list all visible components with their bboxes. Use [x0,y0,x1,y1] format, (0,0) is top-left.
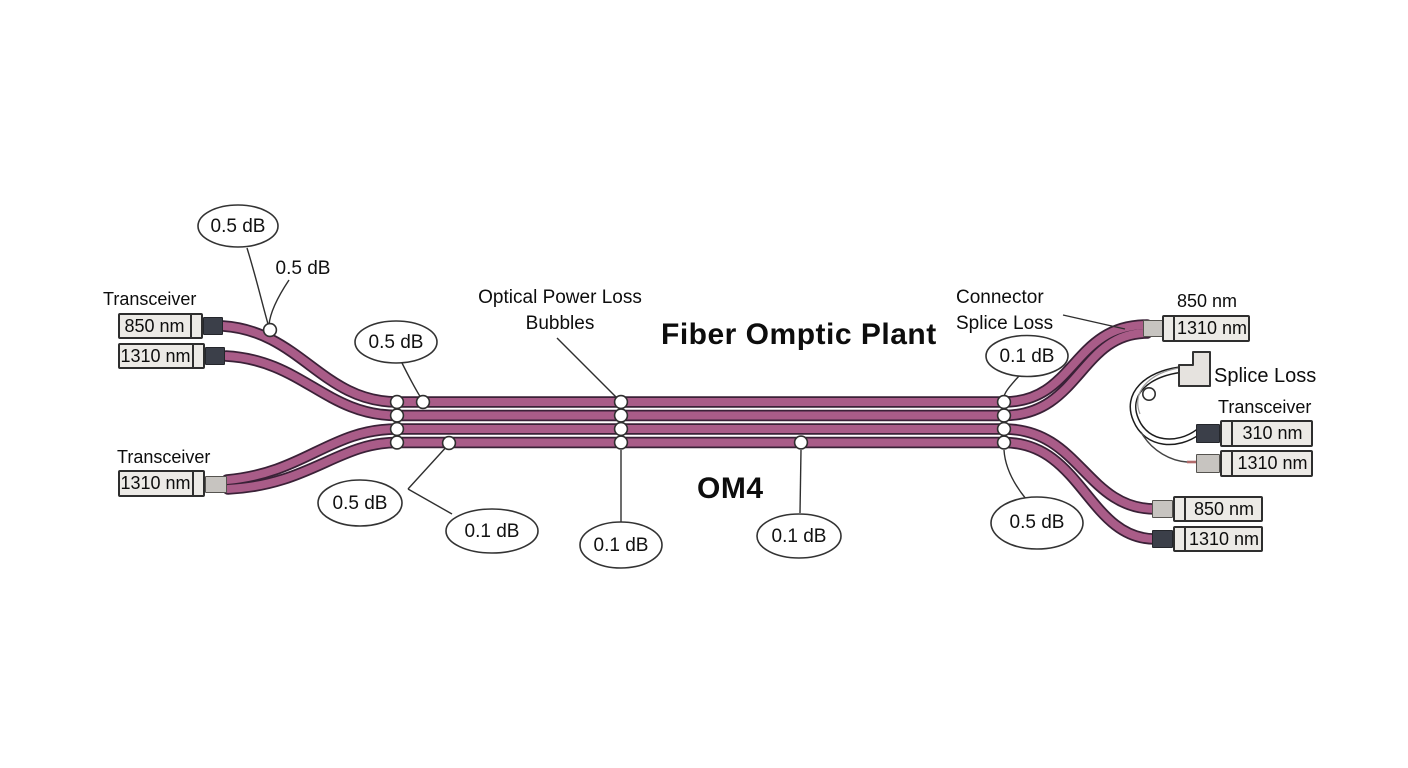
loss-bubble-label: 0.1 dB [593,535,649,556]
leader-bubble-topleft [246,247,269,325]
connector-stub-dark [1196,424,1220,443]
loss-bubble [197,204,279,248]
splice-component [1178,351,1211,387]
leader-bubble-right-lower [1003,449,1027,500]
port-box-310nm: 310 nm [1220,420,1313,447]
box-divider [192,345,194,367]
box-divider [1231,452,1233,475]
port-box-1310nm: 1310 nm [1173,526,1263,552]
connector-stub-light [1196,454,1220,473]
loss-bubble-label: 0.1 dB [999,346,1055,367]
box-divider [190,315,192,337]
loss-bubble [354,320,438,364]
port-label: 1310 nm [1188,528,1260,549]
loss-label-plain: 0.5 dB [275,258,331,279]
connector-stub-light [1143,320,1163,337]
transceiver-left-bottom-label: Transceiver [117,447,211,467]
port-label: 1310 nm [1176,318,1248,338]
diagram-title: Fiber Omptic Plant [661,318,937,351]
port-box-1310nm: 1310 nm [1162,315,1250,342]
connector-stub-light [1152,500,1173,518]
splice-loop-cable [1129,365,1202,464]
loss-bubble-label: 0.1 dB [464,521,520,542]
box-divider [1184,498,1186,520]
box-divider [1173,317,1175,340]
connector-stub-dark [203,317,223,335]
transceiver-left-top-label: Transceiver [103,289,197,309]
bubbles-caption-line2: Bubbles [525,313,595,334]
wavelength-label-850nm: 850 nm [1177,291,1238,311]
loss-bubble [445,508,539,554]
leader-text-topleft [268,279,290,326]
transceiver-right-mid-label: Transceiver [1218,397,1312,417]
port-label: 1310 nm [120,473,191,493]
port-box-850nm: 850 nm [118,313,203,339]
loss-bubble [985,334,1069,378]
connector-splice-caption: Connector Splice Loss [956,285,1053,337]
leader-bubble-left-lower2 [407,488,453,515]
port-label: 850 nm [124,315,185,336]
port-box-850nm: 850 nm [1173,496,1263,522]
leader-lines [246,247,1126,522]
connector-caption-line2: Splice Loss [956,313,1054,334]
loss-bubble-label: 0.5 dB [210,216,266,237]
port-box-1310nm: 1310 nm [118,343,205,369]
loss-bubble [579,521,663,569]
splice-loss-label: Splice Loss [1214,365,1317,387]
loss-bubble-ellipses [197,204,1084,569]
connector-stub-light [205,476,227,493]
connector-stub-dark [1152,530,1173,548]
port-label: 1310 nm [1237,453,1308,473]
port-label: 850 nm [1193,498,1255,519]
port-box-1310nm: 1310 nm [118,470,205,497]
box-divider [1231,422,1233,445]
connector-stub-dark [205,347,225,365]
leader-caption-connector [1062,314,1126,330]
port-label: 310 nm [1242,423,1303,443]
loss-bubble [317,479,403,527]
port-label: 1310 nm [120,345,191,366]
loss-point-dots [262,322,1012,451]
loss-bubble [756,513,842,559]
box-divider [1184,528,1186,550]
bubbles-caption-line1: Optical Power Loss [478,287,642,308]
splice-dot [1142,386,1157,401]
splice-thin-lead [1140,431,1188,463]
loss-bubble-label: 0.5 dB [1009,512,1065,533]
cable-type-label: OM4 [697,472,764,505]
leader-bubble-center-right [799,449,802,514]
box-divider [192,472,194,495]
bubbles-caption: Optical Power Loss Bubbles [455,285,665,337]
loss-bubble [990,496,1084,550]
connector-caption-line1: Connector [956,287,1044,308]
loss-bubble-label: 0.1 dB [771,526,827,547]
loss-bubble-label: 0.5 dB [368,332,424,353]
leader-caption-bubbles [556,337,620,401]
port-box-1310nm: 1310 nm [1220,450,1313,477]
leader-bubble-left-lower [407,443,450,490]
loss-bubble-label: 0.5 dB [332,493,388,514]
leader-bubble-left-upper [401,362,422,399]
